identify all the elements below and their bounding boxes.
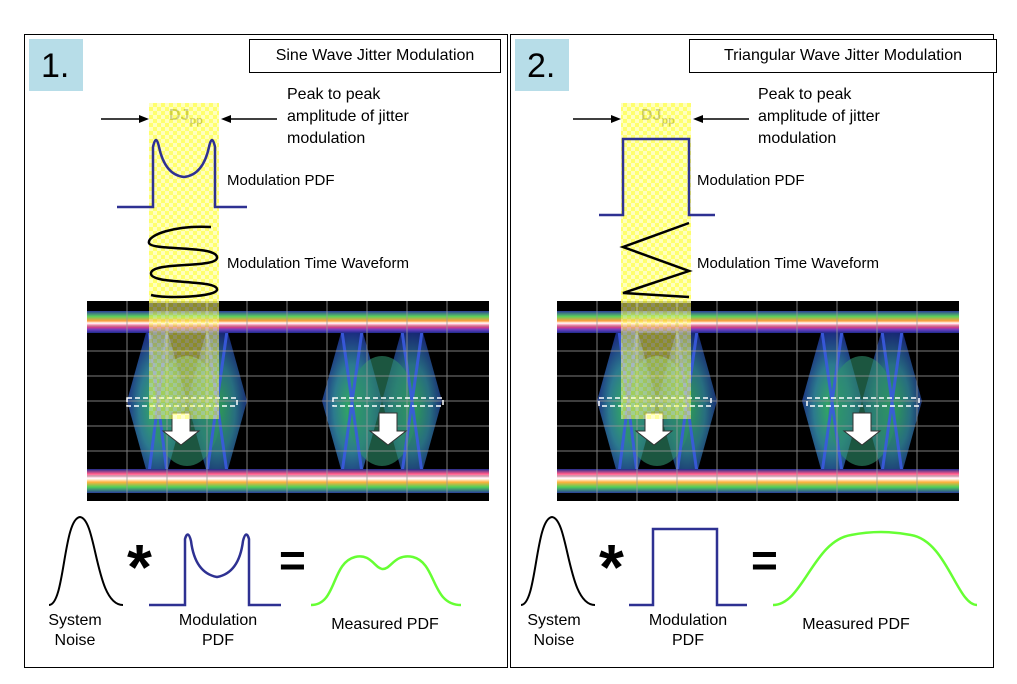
modulation-pdf-label: Modulation PDF <box>227 172 335 189</box>
panel-title: Sine Wave Jitter Modulation <box>249 39 501 73</box>
right-arrow-icon <box>611 115 621 123</box>
sine-time-waveform <box>147 225 219 299</box>
sine-modulation-panel: 1. Sine Wave Jitter Modulation DJpp Peak… <box>24 34 508 668</box>
measurement-window <box>332 397 444 407</box>
down-arrow-icon <box>368 412 408 446</box>
panel-number: 2. <box>515 39 569 91</box>
peak-to-peak-description: Peak to peak amplitude of jitter modulat… <box>758 86 880 147</box>
modulation-pdf-caption: Modulation PDF <box>648 612 728 649</box>
modulation-pdf-caption: Modulation PDF <box>178 612 258 649</box>
modulation-pdf-curve <box>629 527 747 607</box>
convolution-operator: * <box>127 531 152 603</box>
left-arrow-icon <box>693 115 703 123</box>
time-waveform-label: Modulation Time Waveform <box>697 255 880 272</box>
convolution-operator: * <box>599 531 624 603</box>
down-arrow-icon <box>842 412 882 446</box>
measured-pdf-curve <box>772 530 978 607</box>
equals-operator: = <box>751 534 778 586</box>
convolution-row <box>520 515 978 607</box>
measured-pdf-caption: Measured PDF <box>802 616 910 633</box>
sine-pdf-curve <box>117 138 247 209</box>
triangular-modulation-panel: 2. Triangular Wave Jitter Modulation DJp… <box>510 34 997 668</box>
system-noise-caption: System Noise <box>527 612 581 649</box>
triangular-time-waveform <box>619 221 693 299</box>
equals-operator: = <box>279 534 306 586</box>
modulation-overlay <box>573 103 749 419</box>
modulation-overlay <box>101 103 277 419</box>
system-noise-curve <box>48 515 124 606</box>
triangular-pdf-curve <box>599 137 715 217</box>
panel-title: Triangular Wave Jitter Modulation <box>689 39 997 73</box>
modulation-pdf-label: Modulation PDF <box>697 172 805 189</box>
eye-diagram <box>557 301 959 501</box>
measured-pdf-curve <box>310 555 462 607</box>
panel-number: 1. <box>29 39 83 91</box>
time-waveform-label: Modulation Time Waveform <box>227 255 410 272</box>
measured-pdf-caption: Measured PDF <box>331 616 439 633</box>
system-noise-caption: System Noise <box>48 612 102 649</box>
measurement-window <box>806 397 920 407</box>
left-arrow-icon <box>221 115 231 123</box>
peak-to-peak-description: Peak to peak amplitude of jitter modulat… <box>287 86 409 147</box>
right-arrow-icon <box>139 115 149 123</box>
modulation-pdf-curve <box>149 533 281 607</box>
convolution-row <box>48 515 462 607</box>
system-noise-curve <box>520 515 596 606</box>
